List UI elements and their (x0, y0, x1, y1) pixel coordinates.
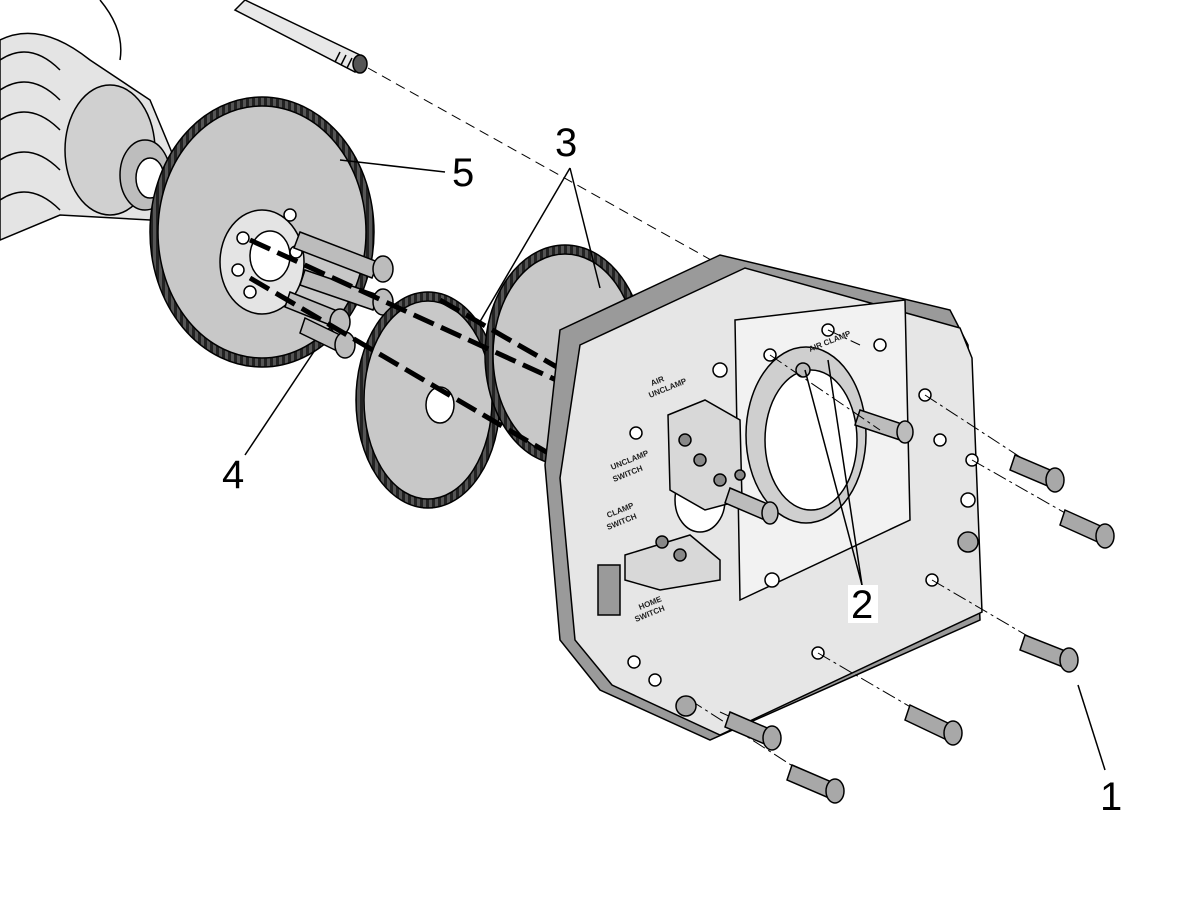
rod-centerline (367, 67, 721, 266)
callout-2: 2 (851, 583, 873, 627)
gear-5-bolt-hole (283, 208, 297, 222)
callout-5: 5 (452, 151, 474, 195)
callout-3: 3 (555, 121, 577, 165)
spindle-housing (0, 0, 181, 241)
gear-5-bolt-hole (243, 285, 257, 299)
plate-hole (960, 492, 976, 508)
plate-hole (873, 338, 887, 352)
gear-5-bolt-hole (236, 231, 250, 245)
loose-cap-screws (675, 453, 1115, 804)
gear-screws-4 (284, 231, 394, 359)
home-switch-bracket (624, 534, 721, 591)
plate-hole (629, 426, 643, 440)
plate-hole (933, 433, 947, 447)
plate-hole (764, 572, 780, 588)
plate-hole (627, 655, 641, 669)
plate-hole (712, 362, 728, 378)
callout-2-background (848, 585, 878, 623)
mounting-plate (544, 254, 983, 741)
callout-labels: 3 5 4 2 1 (222, 121, 1122, 819)
callout-leaders (244, 159, 1106, 771)
callout-4: 4 (222, 453, 244, 497)
plate-hole (648, 673, 662, 687)
gear-5-bolt-hole (231, 263, 245, 277)
callout-1: 1 (1100, 775, 1122, 819)
gear-3-small-front (355, 291, 501, 509)
draw-rod (233, 0, 368, 74)
gear-5-large (149, 96, 375, 368)
